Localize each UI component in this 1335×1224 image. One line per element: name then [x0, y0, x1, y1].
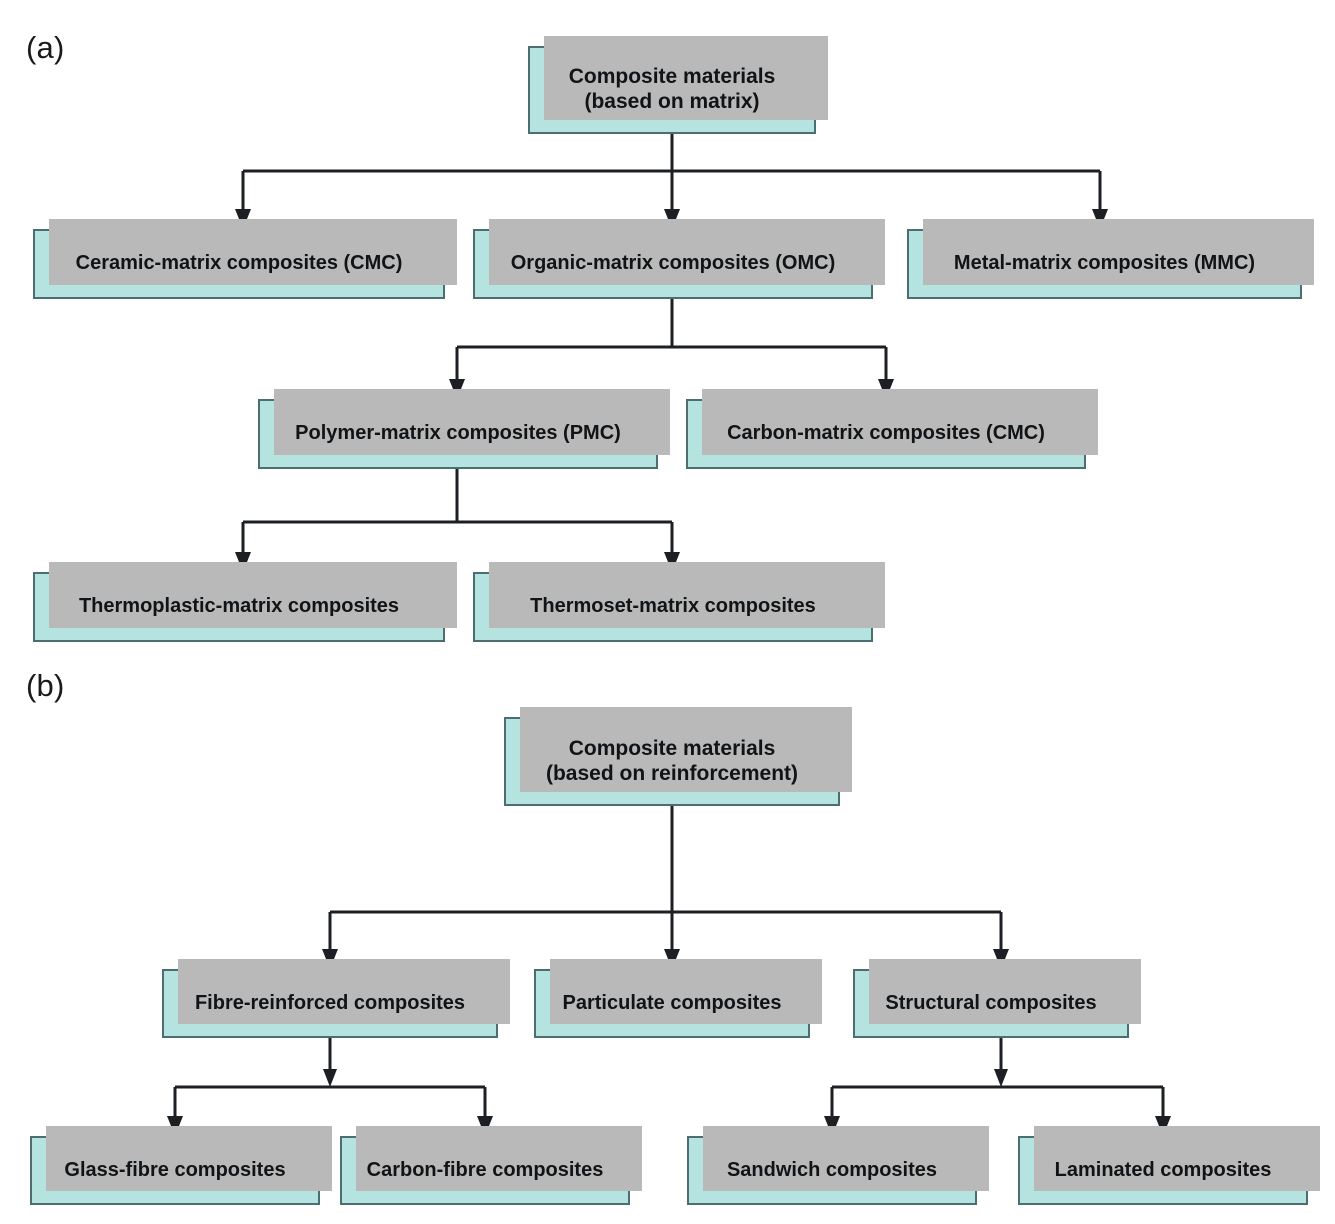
node-a-metal-matrix[interactable]: Metal-matrix composites (MMC) [907, 219, 1314, 299]
node-a-carbon-matrix-label: Carbon-matrix composites (CMC) [727, 422, 1045, 445]
node-a-thermoset-matrix[interactable]: Thermoset-matrix composites [473, 562, 885, 642]
node-b-sandwich[interactable]: Sandwich composites [687, 1126, 989, 1205]
node-a-carbon-matrix[interactable]: Carbon-matrix composites (CMC) [686, 389, 1098, 469]
node-a-polymer-matrix[interactable]: Polymer-matrix composites (PMC) [258, 389, 670, 469]
edge-b-fibre-to-bus [175, 1038, 485, 1089]
node-b-glass-fibre[interactable]: Glass-fibre composites [30, 1126, 332, 1205]
node-b-particulate[interactable]: Particulate composites [534, 959, 822, 1038]
node-a-organic-matrix-label: Organic-matrix composites (OMC) [510, 252, 836, 275]
node-a-thermoplastic-matrix[interactable]: Thermoplastic-matrix composites [33, 562, 457, 642]
node-a-thermoplastic-matrix-label: Thermoplastic-matrix composites [78, 595, 400, 618]
node-a-ceramic-matrix[interactable]: Ceramic-matrix composites (CMC) [33, 219, 457, 299]
node-b-fibre-reinforced-label: Fibre-reinforced composites [194, 991, 466, 1014]
node-a-metal-matrix-label: Metal-matrix composites (MMC) [953, 252, 1256, 275]
edge-a-polymer-to-bus3 [243, 468, 672, 524]
node-b-laminated[interactable]: Laminated composites [1018, 1126, 1320, 1205]
node-b-carbon-fibre[interactable]: Carbon-fibre composites [340, 1126, 642, 1205]
node-b-structural-label: Structural composites [885, 991, 1097, 1014]
node-b-sandwich-label: Sandwich composites [726, 1158, 938, 1181]
edge-a-root-to-bus [243, 133, 1100, 173]
node-a-root-label: Composite materials (based on matrix) [568, 65, 776, 113]
panel-label-b: (b) [26, 668, 65, 703]
node-b-laminated-label: Laminated composites [1054, 1158, 1272, 1181]
node-a-root[interactable]: Composite materials (based on matrix) [528, 36, 828, 134]
node-b-root-label: Composite materials (based on reinforcem… [545, 736, 799, 785]
node-b-glass-fibre-label: Glass-fibre composites [64, 1158, 286, 1181]
panel-label-a: (a) [26, 30, 65, 65]
node-b-particulate-label: Particulate composites [562, 991, 782, 1014]
edge-b-root-to-bus [330, 806, 1001, 914]
node-a-polymer-matrix-label: Polymer-matrix composites (PMC) [295, 422, 621, 445]
node-a-organic-matrix[interactable]: Organic-matrix composites (OMC) [473, 219, 885, 299]
node-a-ceramic-matrix-label: Ceramic-matrix composites (CMC) [75, 252, 403, 275]
node-b-carbon-fibre-label: Carbon-fibre composites [366, 1158, 604, 1181]
node-b-root[interactable]: Composite materials (based on reinforcem… [504, 707, 852, 806]
node-b-structural[interactable]: Structural composites [853, 959, 1141, 1038]
node-a-thermoset-matrix-label: Thermoset-matrix composites [530, 595, 816, 618]
node-b-fibre-reinforced[interactable]: Fibre-reinforced composites [162, 959, 510, 1038]
edge-b-structural-to-bus [832, 1038, 1163, 1089]
edge-a-organic-to-bus2 [457, 298, 886, 349]
